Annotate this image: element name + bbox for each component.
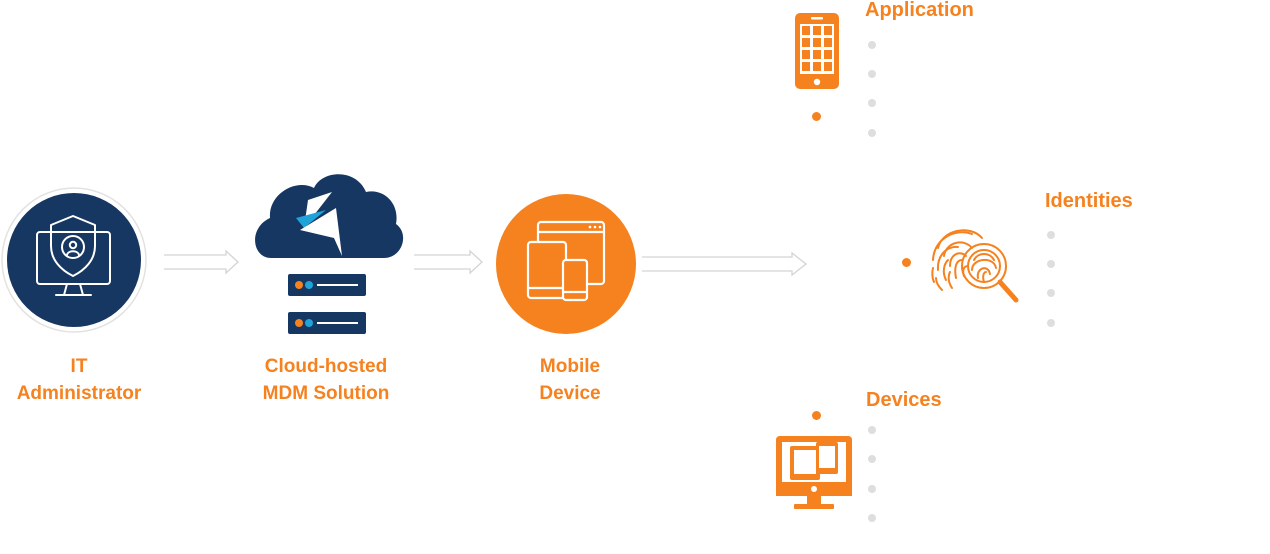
identities-bullet-dot [1047, 289, 1055, 297]
application-bullet-dot [868, 70, 876, 78]
application-bullet-dot [868, 129, 876, 137]
identities-title: Identities [1045, 190, 1133, 212]
admin-label: IT Administrator [0, 353, 158, 407]
mobile-tablet-icon [496, 194, 636, 334]
cloud-label-line2: MDM Solution [262, 383, 390, 404]
devices-bullet-dot [868, 514, 876, 522]
admin-shield-monitor-icon [1, 187, 147, 333]
admin-label-line1: IT [70, 356, 88, 377]
identities-bullet-dot [1047, 260, 1055, 268]
arrow-cloud-to-mobile [414, 249, 483, 275]
cloud-server-icon [255, 174, 404, 334]
devices-bullet-dot [868, 485, 876, 493]
application-bullet-dot [868, 99, 876, 107]
mobile-label-line2: Device [539, 383, 601, 404]
devices-bullet-dot [868, 426, 876, 434]
devices-title: Devices [866, 389, 942, 411]
identities-bullet-dot [1047, 231, 1055, 239]
mobile-label-line1: Mobile [539, 356, 601, 377]
devices-bullet-dot [868, 455, 876, 463]
cloud-label-line1: Cloud-hosted [264, 356, 388, 377]
identities-bullet-dot [1047, 319, 1055, 327]
mobile-label: Mobile Device [510, 353, 630, 407]
application-connector-dot [812, 112, 821, 121]
application-title: Application [865, 0, 974, 21]
cloud-label: Cloud-hosted MDM Solution [240, 353, 412, 407]
arrow-admin-to-cloud [164, 249, 239, 275]
fingerprint-search-icon [931, 229, 1019, 303]
admin-label-line2: Administrator [16, 383, 142, 404]
application-phone-icon [795, 13, 839, 89]
arrow-mobile-to-categories [642, 251, 808, 277]
devices-connector-dot [812, 411, 821, 420]
identities-connector-dot [902, 258, 911, 267]
application-bullet-dot [868, 41, 876, 49]
devices-monitor-icon [776, 436, 852, 509]
